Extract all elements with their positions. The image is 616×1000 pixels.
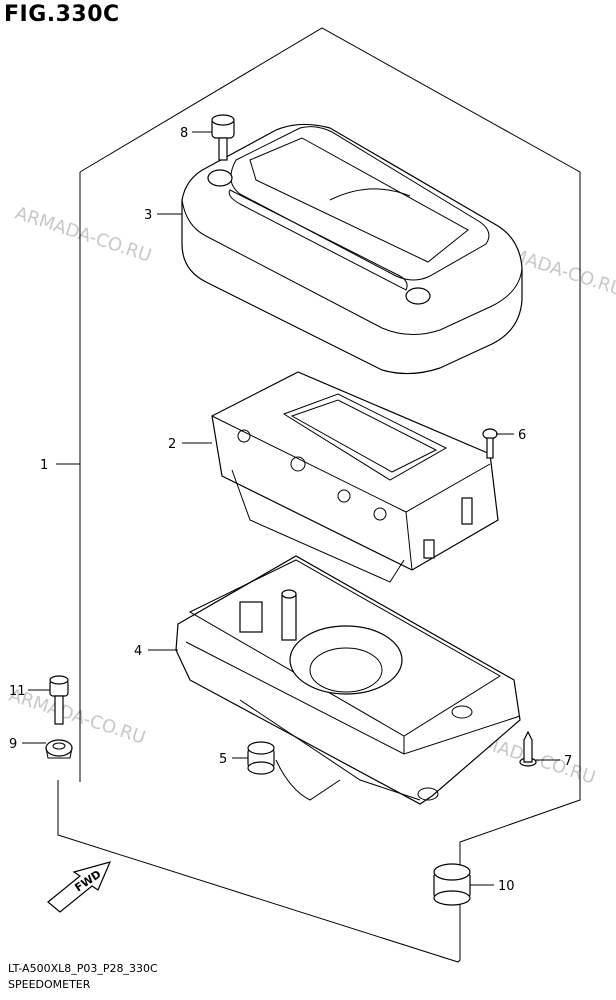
assembly-frame: [57, 27, 581, 963]
cap-10: [433, 863, 471, 906]
washer-9: [45, 739, 73, 759]
callout-3: 3: [144, 208, 152, 223]
fwd-arrow: FWD: [47, 861, 112, 913]
display-module: [211, 371, 499, 583]
bolt-11: [49, 675, 69, 725]
screw-7: [519, 730, 537, 767]
callouts: 1 2 3 4 5 6 7 8 9 10 11: [9, 126, 572, 894]
callout-9: 9: [9, 737, 17, 752]
lower-case: [175, 555, 521, 805]
callout-4: 4: [134, 644, 142, 659]
watermark-1: ARMADA-CO.RU: [12, 203, 154, 267]
callout-1: 1: [40, 458, 48, 473]
leader-lines: [22, 131, 560, 886]
callout-10: 10: [498, 879, 515, 894]
callout-7: 7: [564, 754, 572, 769]
figure-name: SPEEDOMETER: [8, 978, 91, 991]
screw-8: [211, 114, 235, 161]
callout-5: 5: [219, 752, 227, 767]
callout-8: 8: [180, 126, 188, 141]
figure-code: LT-A500XL8_P03_P28_330C: [8, 962, 158, 975]
figure-title: FIG.330C: [4, 2, 120, 27]
upper-cover: [181, 123, 523, 375]
grommet-5: [247, 741, 275, 775]
callout-6: 6: [518, 428, 526, 443]
watermark-4: ARMADA-CO.RU: [6, 685, 148, 749]
callout-11: 11: [9, 684, 26, 699]
callout-2: 2: [168, 437, 176, 452]
